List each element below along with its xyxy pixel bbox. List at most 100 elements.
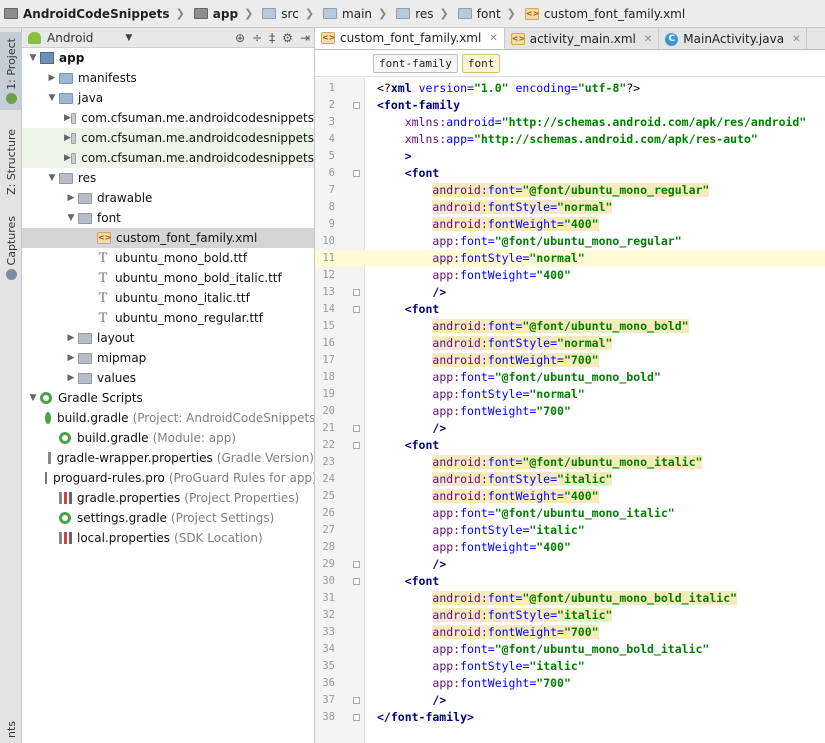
tree-item[interactable]: ▶com.cfsuman.me.androidcodesnippets [22,128,314,148]
breadcrumb-item[interactable]: app❯ [192,0,261,27]
fold-icon[interactable] [353,697,360,704]
collapsed-arrow-icon[interactable]: ▶ [67,333,75,343]
code-line[interactable]: 18 app:font="@font/ubuntu_mono_bold" [315,369,825,386]
code-line[interactable]: 22 <font [315,437,825,454]
code-line[interactable]: 14 <font [315,301,825,318]
fold-icon[interactable] [353,425,360,432]
code-line[interactable]: 21 /> [315,420,825,437]
tool-tab-captures[interactable]: Captures [0,212,22,284]
close-icon[interactable]: ✕ [643,33,653,45]
hide-panel-icon[interactable]: ⇥ [299,31,310,45]
tree-item[interactable]: <>custom_font_family.xml [22,228,314,248]
expanded-arrow-icon[interactable]: ▼ [48,173,56,183]
code-line[interactable]: 32 android:fontStyle="italic" [315,607,825,624]
code-line[interactable]: 4 xmlns:app="http://schemas.android.com/… [315,131,825,148]
tree-item[interactable]: ▼app [22,48,314,68]
code-line[interactable]: 19 app:fontStyle="normal" [315,386,825,403]
code-line[interactable]: 3 xmlns:android="http://schemas.android.… [315,114,825,131]
code-line[interactable]: 10 app:font="@font/ubuntu_mono_regular" [315,233,825,250]
code-line[interactable]: 25 android:fontWeight="400" [315,488,825,505]
breadcrumb-item[interactable]: main❯ [321,0,394,27]
editor-tab[interactable]: <>activity_main.xml✕ [505,28,660,49]
xml-tag-button[interactable]: font [461,53,501,73]
breadcrumb-item[interactable]: AndroidCodeSnippets❯ [2,0,192,27]
tree-item[interactable]: ▼font [22,208,314,228]
code-area[interactable]: 1<?xml version="1.0" encoding="utf-8"?>2… [315,78,825,743]
fold-icon[interactable] [353,170,360,177]
collapsed-arrow-icon[interactable]: ▶ [48,73,56,83]
code-line[interactable]: 9 android:fontWeight="400" [315,216,825,233]
gear-icon[interactable]: ⚙ [282,31,293,45]
collapsed-arrow-icon[interactable]: ▶ [64,133,71,143]
code-line[interactable]: 17 android:fontWeight="700" [315,352,825,369]
code-line[interactable]: 20 app:fontWeight="700" [315,403,825,420]
tree-item[interactable]: ▼res [22,168,314,188]
code-line[interactable]: 13 /> [315,284,825,301]
expand-all-icon[interactable]: ‡ [269,31,276,45]
tree-item[interactable]: ▶manifests [22,68,314,88]
fold-icon[interactable] [353,714,360,721]
tree-item[interactable]: ▶com.cfsuman.me.androidcodesnippets [22,108,314,128]
tree-item[interactable]: ▶layout [22,328,314,348]
tree-item[interactable]: ▶drawable [22,188,314,208]
code-line[interactable]: 33 android:fontWeight="700" [315,624,825,641]
code-line[interactable]: 31 android:font="@font/ubuntu_mono_bold_… [315,590,825,607]
fold-icon[interactable] [353,306,360,313]
project-view-selector[interactable]: Android ▼ ⊕ ÷ ‡ ⚙ ⇥ [22,28,314,48]
code-line[interactable]: 6 <font [315,165,825,182]
tool-tab-project[interactable]: 1: Project [0,32,22,110]
code-line[interactable]: 23 android:font="@font/ubuntu_mono_itali… [315,454,825,471]
breadcrumb-item[interactable]: <>custom_font_family.xml [523,0,687,27]
collapsed-arrow-icon[interactable]: ▶ [64,153,71,163]
code-line[interactable]: 36 app:fontWeight="700" [315,675,825,692]
code-line[interactable]: 26 app:font="@font/ubuntu_mono_italic" [315,505,825,522]
code-line[interactable]: 1<?xml version="1.0" encoding="utf-8"?> [315,80,825,97]
tool-tab-structure[interactable]: Z: Structure [0,122,22,202]
code-line[interactable]: 30 <font [315,573,825,590]
breadcrumb-item[interactable]: src❯ [260,0,321,27]
collapsed-arrow-icon[interactable]: ▶ [64,113,71,123]
expanded-arrow-icon[interactable]: ▼ [67,213,75,223]
code-line[interactable]: 5 > [315,148,825,165]
code-line[interactable]: 28 app:fontWeight="400" [315,539,825,556]
tree-item[interactable]: ▼java [22,88,314,108]
fold-icon[interactable] [353,289,360,296]
collapsed-arrow-icon[interactable]: ▶ [67,193,75,203]
code-line[interactable]: 7 android:font="@font/ubuntu_mono_regula… [315,182,825,199]
fold-icon[interactable] [353,442,360,449]
xml-tag-button[interactable]: font-family [373,53,458,73]
code-line[interactable]: 38</font-family> [315,709,825,726]
collapsed-arrow-icon[interactable]: ▶ [67,373,75,383]
expanded-arrow-icon[interactable]: ▼ [29,53,37,63]
close-icon[interactable]: ✕ [792,33,801,45]
close-icon[interactable]: ✕ [489,32,498,44]
code-line[interactable]: 24 android:fontStyle="italic" [315,471,825,488]
tree-item[interactable]: build.gradle(Project: AndroidCodeSnippet… [22,408,314,428]
code-line[interactable]: 2<font-family [315,97,825,114]
code-line[interactable]: 12 app:fontWeight="400" [315,267,825,284]
tree-item[interactable]: ▶mipmap [22,348,314,368]
code-line[interactable]: 34 app:font="@font/ubuntu_mono_bold_ital… [315,641,825,658]
tree-item[interactable]: ▼Gradle Scripts [22,388,314,408]
collapse-all-icon[interactable]: ÷ [252,31,263,45]
expanded-arrow-icon[interactable]: ▼ [29,393,37,403]
editor-tab[interactable]: <>custom_font_family.xml✕ [315,28,505,49]
locate-file-icon[interactable]: ⊕ [235,31,246,45]
expanded-arrow-icon[interactable]: ▼ [48,93,56,103]
fold-icon[interactable] [353,578,360,585]
code-line[interactable]: 8 android:fontStyle="normal" [315,199,825,216]
code-line[interactable]: 35 app:fontStyle="italic" [315,658,825,675]
tree-item[interactable]: proguard-rules.pro(ProGuard Rules for ap… [22,468,314,488]
fold-icon[interactable] [353,102,360,109]
breadcrumb-item[interactable]: res❯ [394,0,456,27]
tree-item[interactable]: settings.gradle(Project Settings) [22,508,314,528]
tree-item[interactable]: ▶values [22,368,314,388]
breadcrumb-item[interactable]: font❯ [456,0,523,27]
tree-item[interactable]: gradle.properties(Project Properties) [22,488,314,508]
code-line[interactable]: 15 android:font="@font/ubuntu_mono_bold" [315,318,825,335]
